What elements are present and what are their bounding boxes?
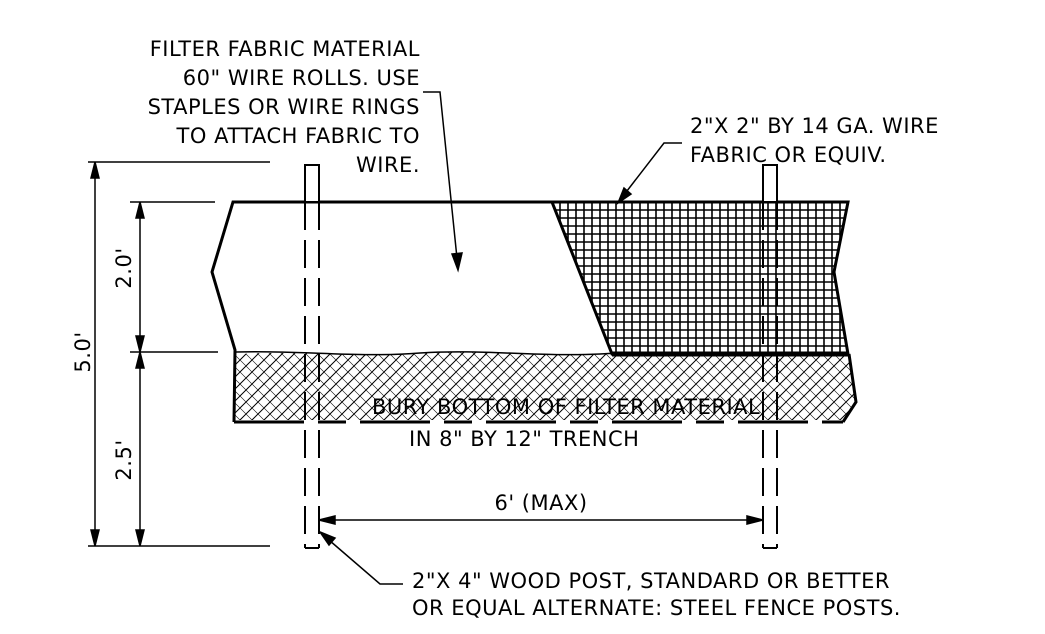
- post-spacing-label: 6' (MAX): [494, 491, 587, 515]
- filter-fabric-outline: [210, 200, 848, 423]
- filter-fabric-label-line-3: STAPLES OR WIRE RINGS: [148, 95, 420, 119]
- wood-post-left: [304, 164, 320, 549]
- leader-filter-fabric: [423, 91, 463, 273]
- filter-fabric-label-line-2: 60" WIRE ROLLS. USE: [183, 66, 420, 90]
- bury-label-line-2: IN 8" BY 12" TRENCH: [409, 427, 639, 451]
- dimension-post-spacing: [318, 515, 764, 525]
- leader-post: [317, 530, 403, 585]
- post-label-line-2: OR EQUAL ALTERNATE: STEEL FENCE POSTS.: [412, 596, 901, 620]
- wire-mesh: [552, 202, 848, 354]
- filter-fabric-label-line-4: TO ATTACH FABRIC TO: [176, 124, 420, 148]
- lower-depth-label: 2.5': [112, 439, 136, 480]
- bury-label-line-1: BURY BOTTOM OF FILTER MATERIAL: [372, 395, 760, 419]
- wood-post-right: [762, 164, 778, 549]
- soil-hatch: [234, 351, 856, 420]
- wire-fabric-label-line-2: FABRIC OR EQUIV.: [690, 143, 887, 167]
- dimension-total-height: [88, 161, 270, 547]
- post-label-line-1: 2"X 4" WOOD POST, STANDARD OR BETTER: [412, 569, 890, 593]
- wire-fabric-label-line-1: 2"X 2" BY 14 GA. WIRE: [690, 114, 939, 138]
- wire-mesh-outline: [549, 200, 850, 356]
- upper-height-label: 2.0': [112, 247, 136, 288]
- filter-fabric-label-line-1: FILTER FABRIC MATERIAL: [150, 37, 420, 61]
- leader-wire-fabric: [616, 142, 682, 206]
- filter-fabric-right-edge: [841, 353, 858, 423]
- filter-fabric-label-line-5: WIRE.: [356, 153, 420, 177]
- total-height-label: 5.0': [71, 331, 95, 372]
- dimension-upper-lower: [130, 201, 218, 547]
